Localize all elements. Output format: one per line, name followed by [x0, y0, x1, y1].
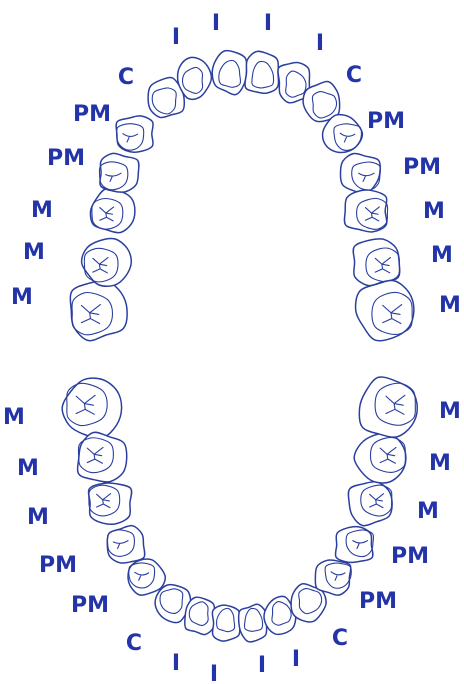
tooth-crown-m [348, 482, 392, 526]
upper-tooth-13 [340, 153, 380, 193]
upper-tooth-5 [116, 116, 153, 152]
tooth-crown-m [344, 190, 386, 232]
upper-label-premolar-left-1: PM [73, 102, 111, 127]
lower-label-incisor-right-lateral: I [292, 647, 300, 672]
upper-tooth-16 [356, 281, 414, 341]
upper-label-molar-left-2: M [23, 240, 45, 265]
upper-tooth-12 [323, 115, 363, 153]
lower-label-incisor-left-lateral: I [172, 651, 180, 676]
upper-label-incisor-left-central: I [212, 11, 220, 36]
lower-label-premolar-right-2: PM [391, 544, 429, 569]
lower-label-premolar-left-2: PM [39, 553, 77, 578]
lower-tooth-3 [89, 483, 132, 524]
upper-label-premolar-right-1: PM [367, 109, 405, 134]
lower-tooth-14 [348, 482, 392, 526]
lower-label-premolar-right-1: PM [359, 589, 397, 614]
lower-tooth-12 [315, 560, 351, 595]
lower-label-molar-left-1: M [27, 505, 49, 530]
upper-label-canine-left: C [118, 65, 134, 90]
upper-tooth-3 [90, 188, 134, 232]
upper-label-molar-left-1: M [31, 198, 53, 223]
upper-label-molar-right-1: M [423, 199, 445, 224]
upper-tooth-7 [178, 57, 212, 99]
upper-label-molar-right-3: M [439, 293, 461, 318]
lower-tooth-2 [78, 432, 127, 482]
lower-label-premolar-left-1: PM [71, 593, 109, 618]
lower-label-molar-right-1: M [417, 499, 439, 524]
upper-tooth-14 [344, 190, 387, 232]
upper-tooth-2 [82, 238, 132, 286]
upper-tooth-4 [99, 153, 138, 192]
lower-label-canine-left: C [126, 631, 142, 656]
upper-label-incisor-right-central: I [264, 11, 272, 36]
lower-label-molar-left-2: M [17, 456, 39, 481]
tooth-crown-m [89, 483, 132, 524]
lower-label-canine-right: C [332, 626, 348, 651]
lower-label-incisor-left-central: I [210, 662, 218, 684]
lower-tooth-1 [62, 378, 121, 438]
upper-tooth-1 [70, 281, 127, 341]
lower-label-molar-right-2: M [429, 451, 451, 476]
tooth-crown-m [353, 239, 400, 286]
lower-tooth-8 [212, 605, 240, 641]
upper-tooth-15 [353, 239, 400, 286]
tooth-crown-pm [100, 153, 139, 192]
upper-label-incisor-left-lateral: I [172, 25, 180, 50]
lower-label-molar-right-3: M [439, 399, 461, 424]
lower-tooth-9 [239, 604, 267, 642]
upper-label-incisor-right-lateral: I [316, 31, 324, 56]
lower-label-molar-left-3: M [3, 405, 25, 430]
upper-label-molar-right-2: M [431, 243, 453, 268]
tooth-crown-m [354, 433, 406, 483]
lower-tooth-16 [359, 377, 417, 437]
lower-tooth-7 [185, 597, 215, 635]
tooth-crown-pm [315, 560, 351, 595]
upper-arch [70, 51, 414, 341]
lower-tooth-13 [335, 527, 373, 563]
lower-tooth-4 [107, 526, 145, 563]
upper-label-canine-right: C [346, 63, 362, 88]
upper-label-premolar-right-2: PM [403, 155, 441, 180]
upper-tooth-8 [212, 51, 247, 95]
lower-label-incisor-right-central: I [258, 653, 266, 678]
upper-label-premolar-left-2: PM [47, 146, 85, 171]
lower-tooth-15 [354, 433, 406, 483]
upper-tooth-9 [245, 51, 279, 93]
upper-label-molar-left-3: M [11, 285, 33, 310]
tooth-crown-i [212, 51, 247, 95]
tooth-crown-i [245, 51, 279, 93]
tooth-crown-pm [335, 527, 372, 563]
